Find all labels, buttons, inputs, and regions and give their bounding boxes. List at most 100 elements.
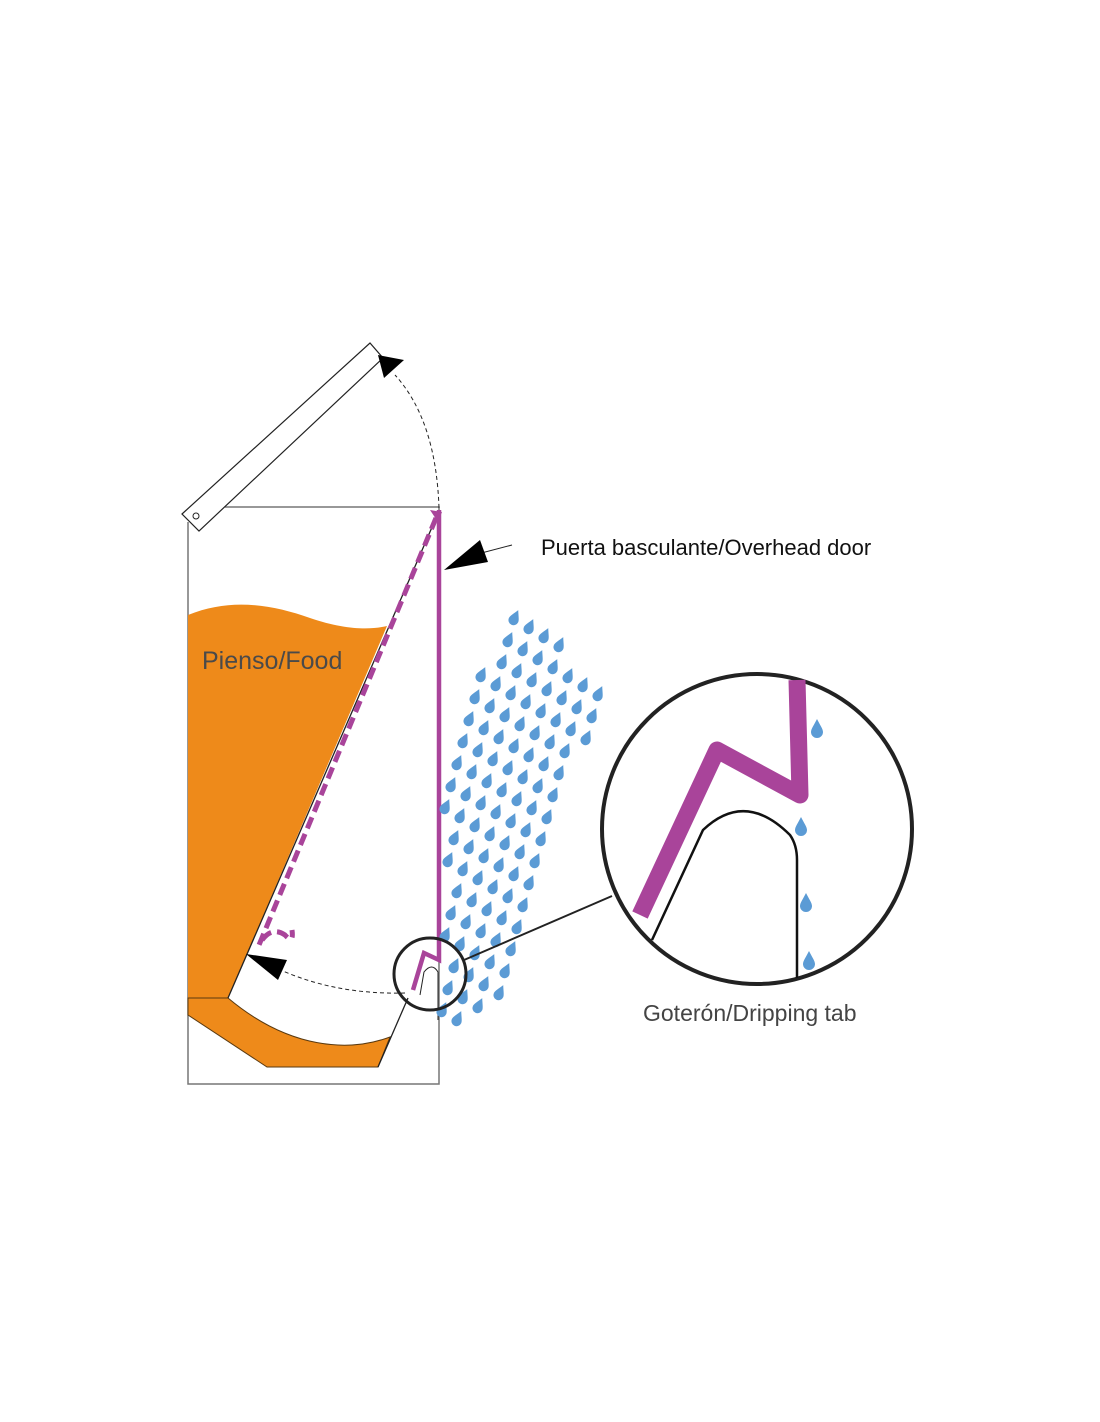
tab-label: Goterón/Dripping tab [643, 1000, 857, 1026]
raindrop-icon [551, 762, 568, 782]
raindrop-icon [536, 625, 553, 645]
raindrop-icon [473, 792, 490, 812]
raindrop-icon [563, 718, 580, 738]
raindrop-icon [488, 673, 505, 693]
raindrop-icon [440, 849, 457, 869]
raindrop-icon [476, 717, 493, 737]
raindrop-icon [464, 889, 481, 909]
food-upper [188, 604, 387, 998]
raindrop-icon [524, 797, 541, 817]
raindrop-icon [443, 774, 460, 794]
raindrop-icon [497, 704, 514, 724]
raindrop-icon [467, 814, 484, 834]
raindrop-icon [470, 739, 487, 759]
detail-marker-circle [392, 936, 468, 1012]
raindrop-icon [515, 638, 532, 658]
raindrop-icon [461, 708, 478, 728]
raindrop-icon [488, 801, 505, 821]
raindrop-icon [521, 872, 538, 892]
raindrop-icon [521, 616, 538, 636]
raindrop-icon [458, 783, 475, 803]
door-label: Puerta basculante/Overhead door [541, 535, 871, 560]
raindrop-icon [500, 757, 517, 777]
raindrop-icon [569, 696, 586, 716]
raindrop-icon [509, 916, 526, 936]
raindrop-icon [455, 730, 472, 750]
raindrop-icon [530, 647, 547, 667]
raindrop-icon [482, 695, 499, 715]
raindrop-icon [527, 850, 544, 870]
arrowhead-icon [378, 355, 404, 378]
arrowhead-icon [246, 954, 287, 980]
raindrop-icon [551, 634, 568, 654]
raindrop-icon [470, 867, 487, 887]
raindrop-icon [449, 752, 466, 772]
overhead-door [410, 510, 442, 991]
raindrop-icon [527, 722, 544, 742]
raindrop-icon [557, 740, 574, 760]
door-detail [632, 679, 809, 919]
raindrop-icon [479, 898, 496, 918]
raindrop-icon [473, 920, 490, 940]
raindrop-icon [500, 629, 517, 649]
raindrop-icon [515, 766, 532, 786]
raindrop-icon [533, 700, 550, 720]
raindrop-icon [491, 854, 508, 874]
raindrop-icon [545, 656, 562, 676]
raindrop-icon [554, 687, 571, 707]
raindrop-icon [503, 682, 520, 702]
raindrop-icon [518, 819, 535, 839]
raindrop-icon [506, 735, 523, 755]
raindrop-icon [491, 982, 508, 1002]
raindrop-icon [440, 977, 457, 997]
raindrop-icon [512, 713, 529, 733]
raindrop-icon [509, 660, 526, 680]
door-open-position [256, 517, 439, 947]
raindrop-icon [584, 705, 601, 725]
raindrop-icon [482, 823, 499, 843]
raindrop-icon [521, 744, 538, 764]
raindrop-icon [470, 995, 487, 1015]
raindrop-icon [494, 651, 511, 671]
raindrop-icon [494, 907, 511, 927]
raindrop-icon [458, 911, 475, 931]
food-label: Pienso/Food [202, 647, 342, 675]
raindrop-icon [539, 678, 556, 698]
raindrop-icon [461, 836, 478, 856]
dripping-tab-small [419, 966, 439, 1020]
raindrop-icon [494, 779, 511, 799]
raindrop-icon [479, 770, 496, 790]
raindrop-icon [575, 674, 592, 694]
arrowhead-icon [444, 540, 488, 570]
raindrop-icon [497, 960, 514, 980]
detail-view [600, 672, 914, 986]
rain-drops [434, 607, 607, 1028]
raindrop-icon [467, 686, 484, 706]
lid-hinge [192, 512, 200, 520]
raindrop-icon [455, 858, 472, 878]
raindrop-icon [536, 753, 553, 773]
raindrop-icon [545, 784, 562, 804]
opening-arc [394, 374, 440, 509]
raindrop-icon [443, 902, 460, 922]
raindrop-icon [476, 845, 493, 865]
raindrop-icon [500, 885, 517, 905]
raindrop-icon [560, 665, 577, 685]
raindrop-icon [539, 806, 556, 826]
raindrop-icon [524, 669, 541, 689]
raindrop-icon [548, 709, 565, 729]
raindrop-icon [518, 691, 535, 711]
raindrop-icon [503, 810, 520, 830]
raindrop-icon [485, 876, 502, 896]
raindrop-icon [512, 841, 529, 861]
raindrop-icon [509, 788, 526, 808]
food-lower [187, 997, 391, 1068]
raindrop-icon [446, 955, 463, 975]
raindrop-icon [533, 828, 550, 848]
open-lid [181, 342, 384, 532]
raindrop-icon [464, 761, 481, 781]
raindrop-icon [449, 1008, 466, 1028]
raindrop-icon [590, 683, 607, 703]
raindrop-icon [485, 748, 502, 768]
raindrop-icon [497, 832, 514, 852]
